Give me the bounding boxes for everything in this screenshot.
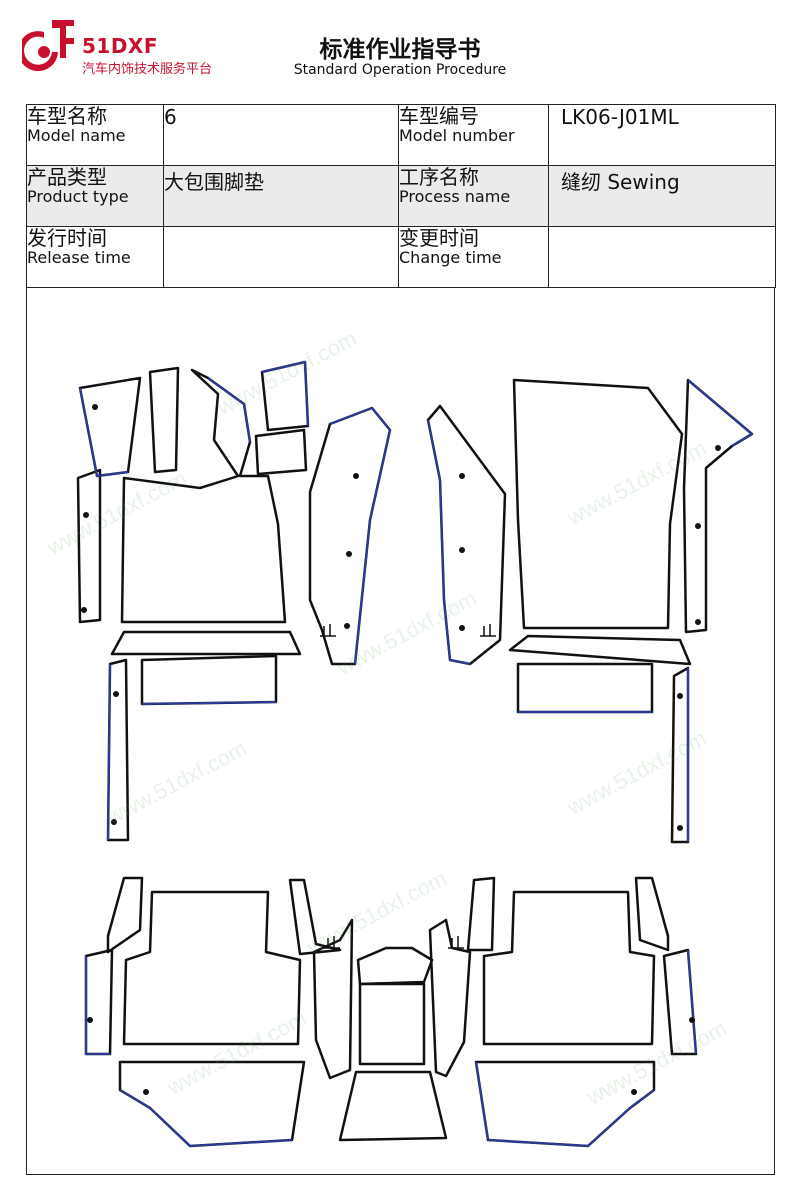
model-name-label: 车型名称 Model name — [26, 104, 164, 166]
pattern-piece — [426, 404, 507, 666]
product-type-label: 产品类型 Product type — [26, 165, 164, 227]
pattern-piece — [106, 658, 130, 842]
pattern-piece — [508, 634, 692, 666]
info-row-model: 车型名称 Model name 6 车型编号 Model number LK06… — [26, 104, 776, 166]
pattern-piece — [254, 428, 308, 476]
pattern-piece — [106, 876, 144, 954]
mounting-hole-icon — [344, 623, 350, 629]
pattern-piece — [356, 946, 434, 986]
pattern-piece — [338, 1070, 448, 1142]
pattern-piece — [76, 468, 102, 624]
pattern-piece — [634, 876, 670, 952]
info-row-time: 发行时间 Release time 变更时间 Change time — [26, 226, 776, 288]
pattern-piece — [84, 948, 114, 1056]
info-table: 车型名称 Model name 6 车型编号 Model number LK06… — [26, 104, 776, 288]
pattern-piece — [118, 1060, 306, 1148]
pattern-piece — [260, 360, 310, 432]
mounting-hole-icon — [677, 825, 683, 831]
mounting-hole-icon — [677, 693, 683, 699]
product-type-value: 大包围脚垫 — [163, 165, 399, 227]
mounting-hole-icon — [87, 1017, 93, 1023]
document-title: 标准作业指导书 — [319, 37, 481, 63]
document-subtitle: Standard Operation Procedure — [293, 62, 507, 78]
process-name-label: 工序名称 Process name — [398, 165, 549, 227]
mounting-hole-icon — [631, 1089, 637, 1095]
mounting-hole-icon — [346, 551, 352, 557]
mounting-hole-icon — [695, 523, 701, 529]
mounting-hole-icon — [92, 404, 98, 410]
mounting-hole-icon — [689, 1017, 695, 1023]
brand-subtitle: 汽车内饰技术服务平台 — [82, 62, 213, 77]
alignment-mark-icon — [480, 624, 496, 637]
pattern-piece — [428, 918, 472, 1078]
release-time-label: 发行时间 Release time — [26, 226, 164, 288]
mounting-hole-icon — [353, 473, 359, 479]
mounting-hole-icon — [459, 473, 465, 479]
brand-logo-icon — [22, 20, 74, 72]
pattern-piece — [358, 982, 426, 1066]
alignment-mark-icon — [448, 936, 464, 949]
pattern-piece — [122, 890, 302, 1046]
pattern-piece — [516, 662, 654, 714]
pattern-piece — [78, 376, 142, 478]
pattern-piece — [682, 378, 754, 634]
pattern-piece — [140, 654, 278, 706]
pattern-piece — [308, 406, 392, 666]
mounting-hole-icon — [459, 547, 465, 553]
change-time-value — [548, 226, 776, 288]
model-number-label: 车型编号 Model number — [398, 104, 549, 166]
process-name-value: 缝纫 Sewing — [548, 165, 776, 227]
pattern-piece — [110, 630, 302, 656]
page-header: 51DXF 汽车内饰技术服务平台 标准作业指导书 Standard Operat… — [0, 0, 800, 100]
pattern-piece — [474, 1060, 656, 1148]
alignment-mark-icon — [324, 936, 340, 949]
pattern-drawing-area — [26, 288, 775, 1175]
release-time-value — [163, 226, 399, 288]
pattern-piece — [312, 918, 354, 1080]
mounting-hole-icon — [81, 607, 87, 613]
pattern-piece — [512, 378, 684, 630]
mounting-hole-icon — [83, 512, 89, 518]
mounting-hole-icon — [111, 819, 117, 825]
mounting-hole-icon — [695, 619, 701, 625]
model-name-value: 6 — [163, 104, 399, 166]
pattern-piece — [148, 366, 180, 474]
pattern-piece — [466, 876, 496, 952]
pattern-piece — [482, 890, 656, 1046]
model-number-value: LK06-J01ML — [548, 104, 776, 166]
mounting-hole-icon — [113, 691, 119, 697]
pattern-piece — [120, 368, 287, 624]
brand-name: 51DXF — [82, 34, 159, 58]
mounting-hole-icon — [459, 625, 465, 631]
mounting-hole-icon — [143, 1089, 149, 1095]
mounting-hole-icon — [715, 445, 721, 451]
alignment-mark-icon — [320, 624, 336, 637]
change-time-label: 变更时间 Change time — [398, 226, 549, 288]
info-row-product: 产品类型 Product type 大包围脚垫 工序名称 Process nam… — [26, 165, 776, 227]
